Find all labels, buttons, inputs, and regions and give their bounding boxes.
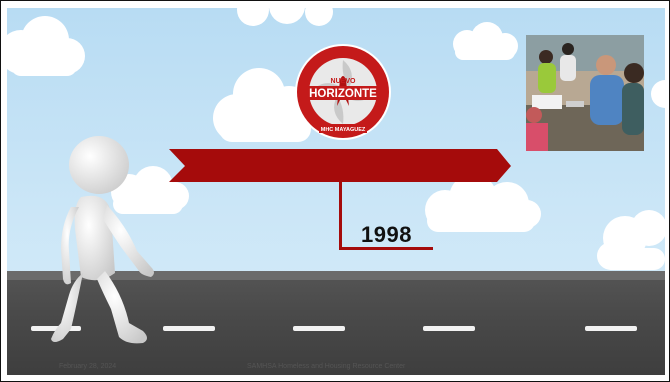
logo-bottom-text: MHC MAYAGUEZ: [321, 127, 366, 133]
timeline-year: 1998: [361, 222, 412, 248]
slide-scene: 1998 NUEVO HORIZONTE MHC MAYAGUEZ: [7, 8, 665, 375]
footer-organization: SAMHSA Homeless and Housing Resource Cen…: [247, 363, 405, 370]
footer-date: February 28, 2024: [59, 363, 116, 370]
walking-figure: [47, 133, 207, 355]
group-meeting-photo: [526, 35, 644, 151]
logo-main-text: HORIZONTE: [309, 88, 377, 100]
logo-top-text: NUEVO: [331, 78, 356, 85]
nuevo-horizonte-logo: NUEVO HORIZONTE MHC MAYAGUEZ: [293, 42, 393, 142]
